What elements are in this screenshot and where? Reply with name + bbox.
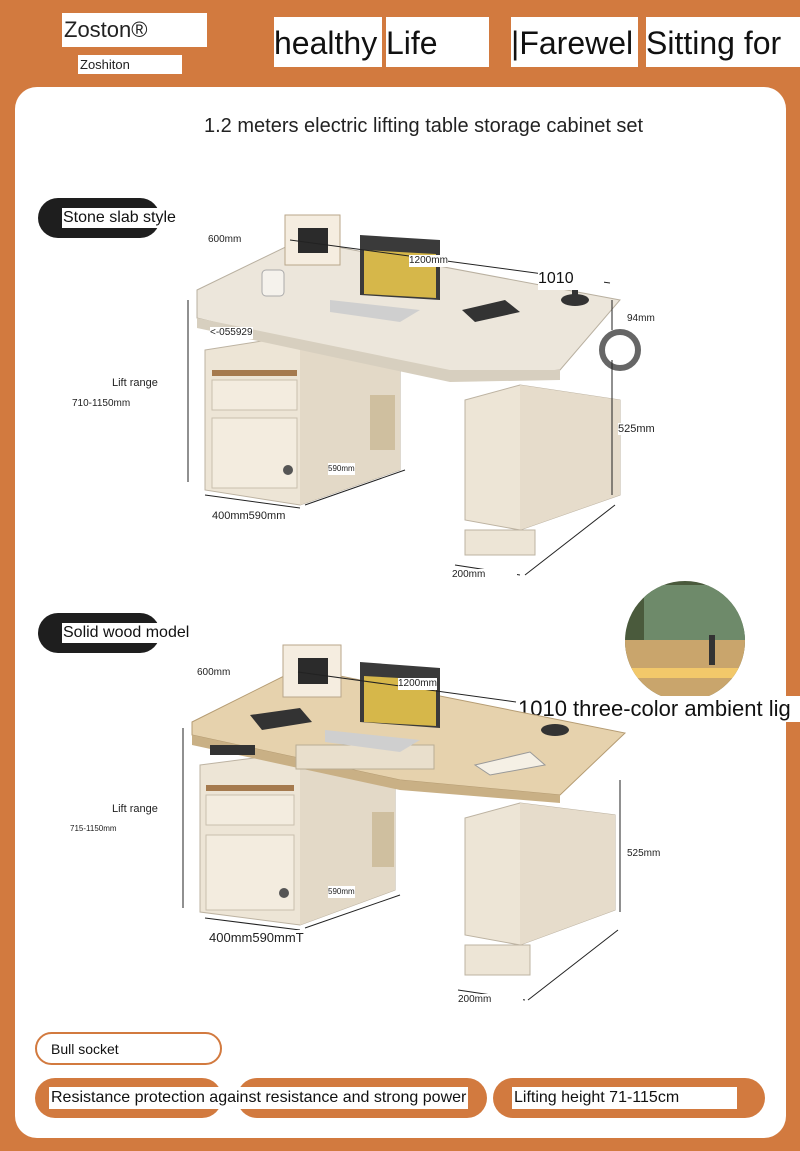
headline-part-3: |Farewel (511, 17, 638, 67)
headline-part-4: Sitting for (646, 17, 800, 67)
stone-controller-label: 1010 (538, 268, 604, 290)
wood-left-cabinet (199, 751, 396, 926)
headline-part-1: healthy (274, 17, 382, 67)
wood-cab-depth-small: 590mm (328, 886, 355, 898)
wood-right-cabinet (464, 802, 616, 976)
wood-lift-value: 715-1150mm (70, 823, 180, 835)
stone-width-small: 1200mm (409, 255, 448, 267)
feature-socket: Bull socket (35, 1032, 222, 1065)
stone-cab-bottom: 400mm590mm (212, 510, 286, 522)
brand-subtitle: Zoshiton (78, 55, 182, 74)
stone-cab-depth-small: 590mm (328, 463, 355, 475)
stone-lift-value: 710-1150mm (72, 398, 182, 410)
wood-width-small: 1200mm (398, 678, 437, 690)
stone-desktop (196, 214, 621, 382)
stone-left-cabinet (204, 334, 401, 506)
feature-protection: Resistance protection against resistance… (49, 1087, 469, 1109)
stone-panel-label: <-055929 (210, 327, 253, 339)
stone-side-height: 525mm (618, 423, 655, 435)
wood-lift-label: Lift range (112, 803, 158, 815)
stone-dimension-lines (187, 239, 616, 576)
stone-right-cabinet (464, 329, 641, 556)
wood-side-height: 525mm (627, 848, 693, 860)
wood-ambient-label: 1010 three-color ambient lig (518, 696, 800, 722)
stone-lift-label: Lift range (112, 377, 158, 389)
headline-part-2: Life (386, 17, 489, 67)
brand-logo: Zoston® (62, 13, 207, 47)
stone-side-width: 200mm (452, 569, 517, 581)
stone-thickness: 94mm (627, 313, 685, 325)
stone-style-label: Stone slab style (62, 208, 177, 228)
wood-cab-bottom: 400mm590mmT (209, 930, 304, 945)
feature-lifting-height: Lifting height 71-115cm (512, 1087, 737, 1109)
stone-depth-small: 600mm (208, 234, 242, 246)
wood-side-width: 200mm (458, 994, 523, 1006)
product-subtitle: 1.2 meters electric lifting table storag… (204, 115, 644, 137)
wood-style-label: Solid wood model (62, 623, 191, 643)
ambient-light-inset (625, 581, 745, 701)
wood-depth-small: 600mm (197, 667, 231, 679)
